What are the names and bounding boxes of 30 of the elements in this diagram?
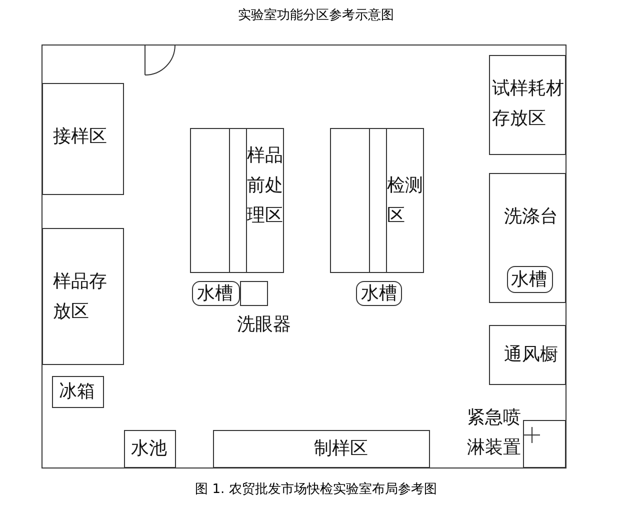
bench-box (190, 128, 284, 273)
zone-box (489, 325, 566, 385)
title: 实验室功能分区参考示意图 (237, 7, 395, 24)
fridge-box (52, 376, 104, 408)
zone-box (489, 55, 566, 155)
sink-box (192, 281, 240, 306)
zone-label: 洗眼器 (237, 313, 292, 337)
zone-label: 接样区 (53, 125, 108, 149)
caption: 图 1. 农贸批发市场快检实验室布局参考图 (194, 481, 438, 498)
zone-label: 样品前处理区 (247, 144, 283, 228)
zone-label: 紧急喷淋装置 (467, 406, 522, 460)
bench-box (330, 128, 424, 273)
zone-label: 检测区 (387, 174, 423, 228)
sink-box (507, 266, 553, 293)
sink-box (356, 281, 402, 306)
zone-label: 冰箱 (59, 380, 96, 404)
sink-box (124, 430, 176, 468)
zone-box (489, 173, 566, 303)
zone-label: 水槽 (197, 282, 234, 306)
zone-label: 水槽 (511, 268, 548, 292)
zone-box (42, 228, 124, 365)
zone-label: 样品存放区 (53, 270, 108, 324)
zone-label: 水池 (131, 437, 168, 461)
zone-box (42, 83, 124, 195)
zone-box (213, 430, 430, 468)
zone-label: 试样耗材存放区 (492, 77, 565, 131)
zone-label: 水槽 (361, 282, 398, 306)
zone-label: 洗涤台 (504, 205, 559, 229)
zone-label: 制样区 (314, 437, 369, 461)
zone-label: 通风橱 (504, 343, 559, 367)
